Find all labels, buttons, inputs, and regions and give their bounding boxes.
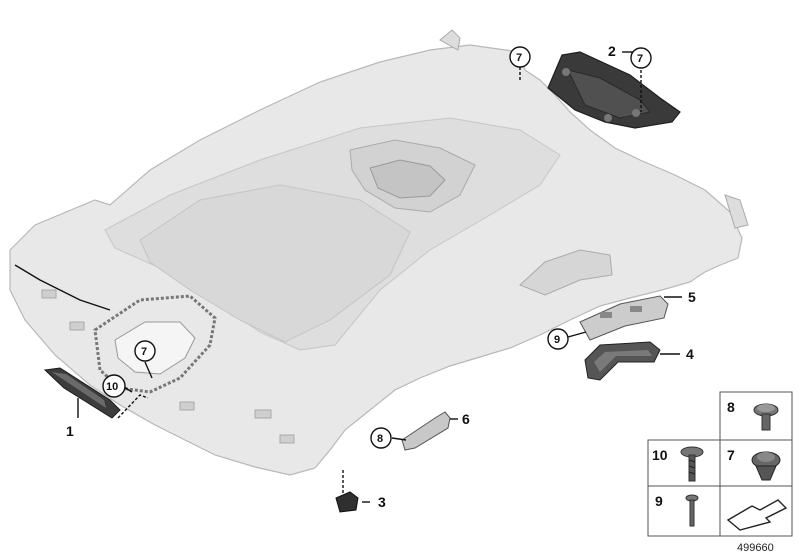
part-6-bracket xyxy=(401,411,451,451)
callout-7-console: 7 xyxy=(141,346,147,358)
legend-label-10: 10 xyxy=(652,447,668,463)
callout-labels: 1 2 3 4 5 6 xyxy=(66,43,696,510)
callout-3: 3 xyxy=(378,494,386,510)
callout-9: 9 xyxy=(554,334,560,346)
circled-callouts: 7 7 7 10 9 8 xyxy=(102,46,652,449)
screw-10-icon xyxy=(680,446,704,482)
part-2-rear-panel xyxy=(547,51,681,129)
fastener-legend: 8 10 7 9 xyxy=(647,391,793,537)
callout-8: 8 xyxy=(377,433,383,445)
headliner xyxy=(9,29,749,476)
callout-6: 6 xyxy=(462,411,470,427)
part-5-bracket xyxy=(579,295,669,341)
part-1-trim-strip xyxy=(43,367,121,419)
callout-7-top: 7 xyxy=(516,52,522,64)
dome-light-cutout xyxy=(349,139,476,213)
rivet-9-icon xyxy=(685,494,699,527)
arrow-symbol-icon xyxy=(726,499,788,531)
part-3-clip xyxy=(335,491,359,513)
part-4-grab-handle xyxy=(584,341,661,381)
document-number: 499660 xyxy=(737,542,774,554)
callout-10: 10 xyxy=(106,381,118,393)
leader-lines xyxy=(77,51,682,503)
callout-2: 2 xyxy=(608,43,616,59)
callout-4: 4 xyxy=(686,346,694,362)
callout-7-panel: 7 xyxy=(637,53,643,65)
callout-1: 1 xyxy=(66,423,74,439)
screw-8-icon xyxy=(753,403,779,431)
legend-label-9: 9 xyxy=(655,493,663,509)
clip-7-icon xyxy=(751,451,781,481)
callout-5: 5 xyxy=(688,289,696,305)
legend-label-7: 7 xyxy=(727,447,735,463)
legend-label-8: 8 xyxy=(727,399,735,415)
